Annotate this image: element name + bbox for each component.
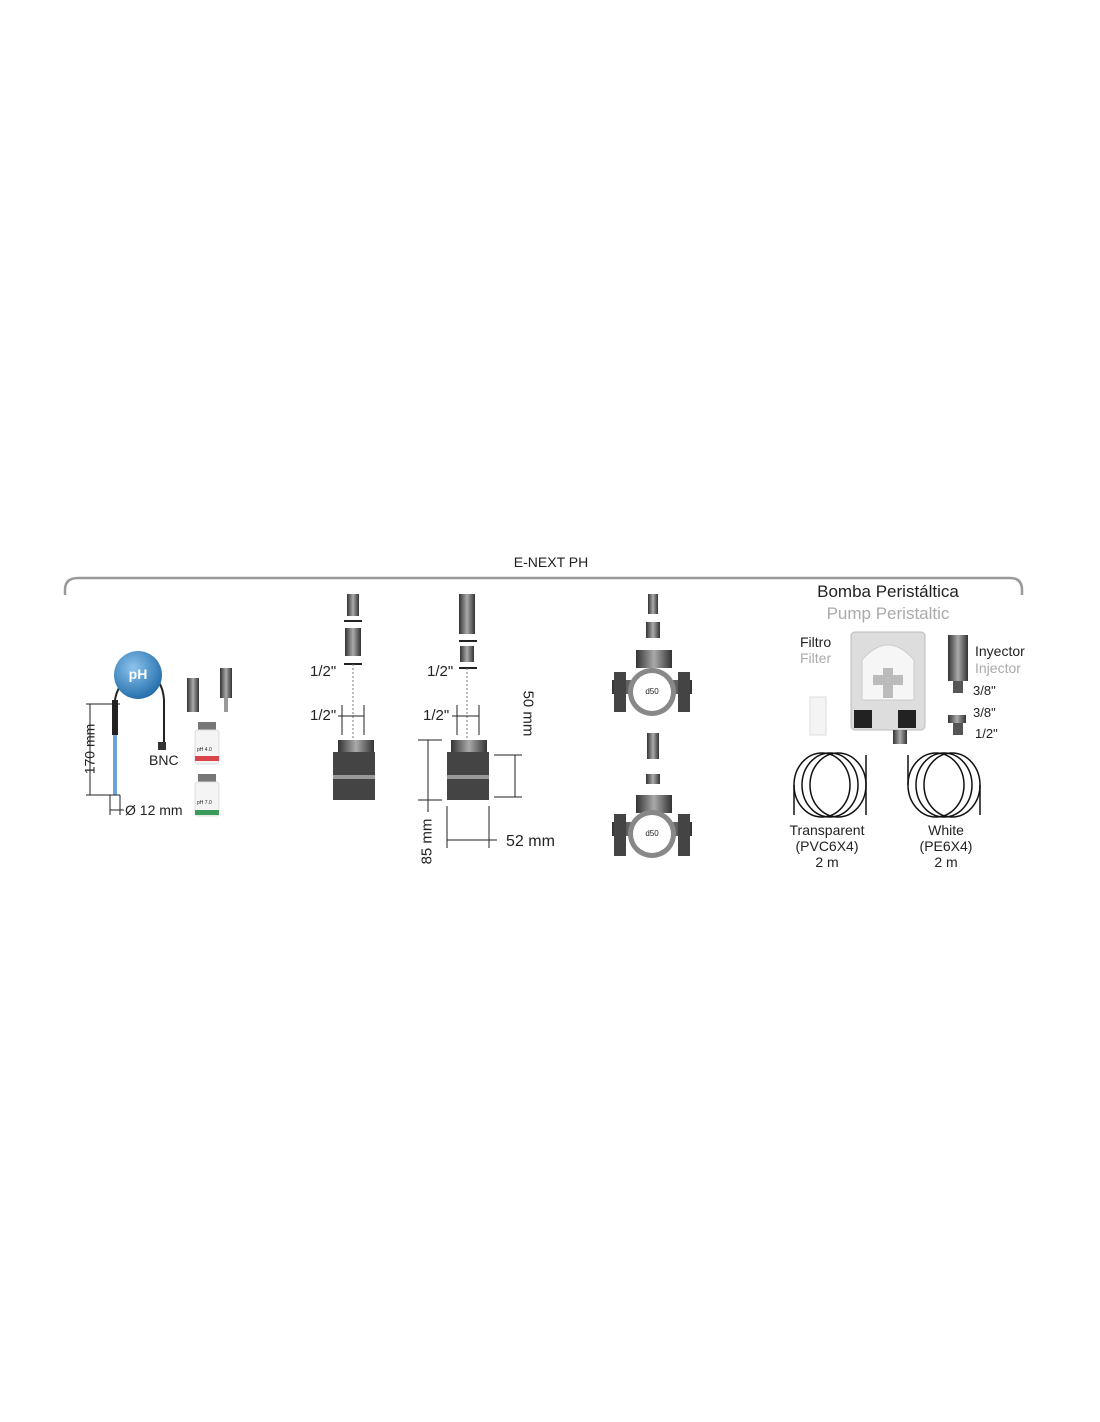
probe-diameter-label: Ø 12 mm <box>125 802 183 818</box>
tube-1-type: (PVC6X4) <box>795 838 859 854</box>
tube-1-length: 2 m <box>815 854 839 870</box>
tube-coil-white <box>907 752 981 818</box>
saddle-clamp-1 <box>612 594 692 716</box>
filter-cartridge <box>809 696 827 736</box>
group-bracket <box>63 576 1024 595</box>
group-title: E-NEXT PH <box>513 554 589 570</box>
filter-label-en: Filter <box>800 650 832 666</box>
buffer-label-ph7: pH 7.0 <box>197 800 212 806</box>
tube-2-length: 2 m <box>934 854 958 870</box>
adapter-thread-top: 3/8" <box>973 705 996 720</box>
pump-title-es: Bomba Peristáltica <box>817 582 959 601</box>
tube-2-type: (PE6X4) <box>919 838 973 854</box>
saddle-1-label: d50 <box>645 687 659 696</box>
probe-dimension-lines <box>86 703 124 815</box>
probe-length-label: 170 mm <box>81 723 98 775</box>
injector-label-es: Inyector <box>975 643 1025 659</box>
tube-2-name: White <box>928 822 964 838</box>
tube-coil-transparent <box>793 752 867 818</box>
pump-title-en: Pump Peristaltic <box>826 604 950 623</box>
holder-a-thread-top: 1/2" <box>310 663 337 680</box>
holder-width-label: 52 mm <box>506 833 555 850</box>
peristaltic-pump <box>850 631 926 744</box>
buffer-bottles <box>194 722 220 817</box>
ph-probe <box>112 651 166 795</box>
probe-fittings <box>187 668 232 712</box>
filter-label-es: Filtro <box>800 634 832 650</box>
adapter-thread-bottom: 1/2" <box>975 726 998 741</box>
holder-a-thread-bottom: 1/2" <box>310 707 337 724</box>
bnc-label: BNC <box>149 752 179 768</box>
injector-label-en: Injector <box>975 660 1021 676</box>
probe-holder-b <box>418 594 522 848</box>
buffer-label-ph4: pH 4.0 <box>197 747 212 753</box>
holder-b-thread-top: 1/2" <box>427 663 454 680</box>
saddle-2-label: d50 <box>645 829 659 838</box>
injector-thread: 3/8" <box>973 683 996 698</box>
ph-badge: pH <box>128 666 148 682</box>
holder-inner-height-label: 50 mm <box>519 690 537 737</box>
holder-height-label: 85 mm <box>418 818 436 865</box>
probe-holder-a <box>333 594 375 800</box>
holder-b-thread-bottom: 1/2" <box>423 707 450 724</box>
tube-1-name: Transparent <box>789 822 865 838</box>
injector <box>948 635 968 735</box>
saddle-clamp-2 <box>612 733 692 858</box>
